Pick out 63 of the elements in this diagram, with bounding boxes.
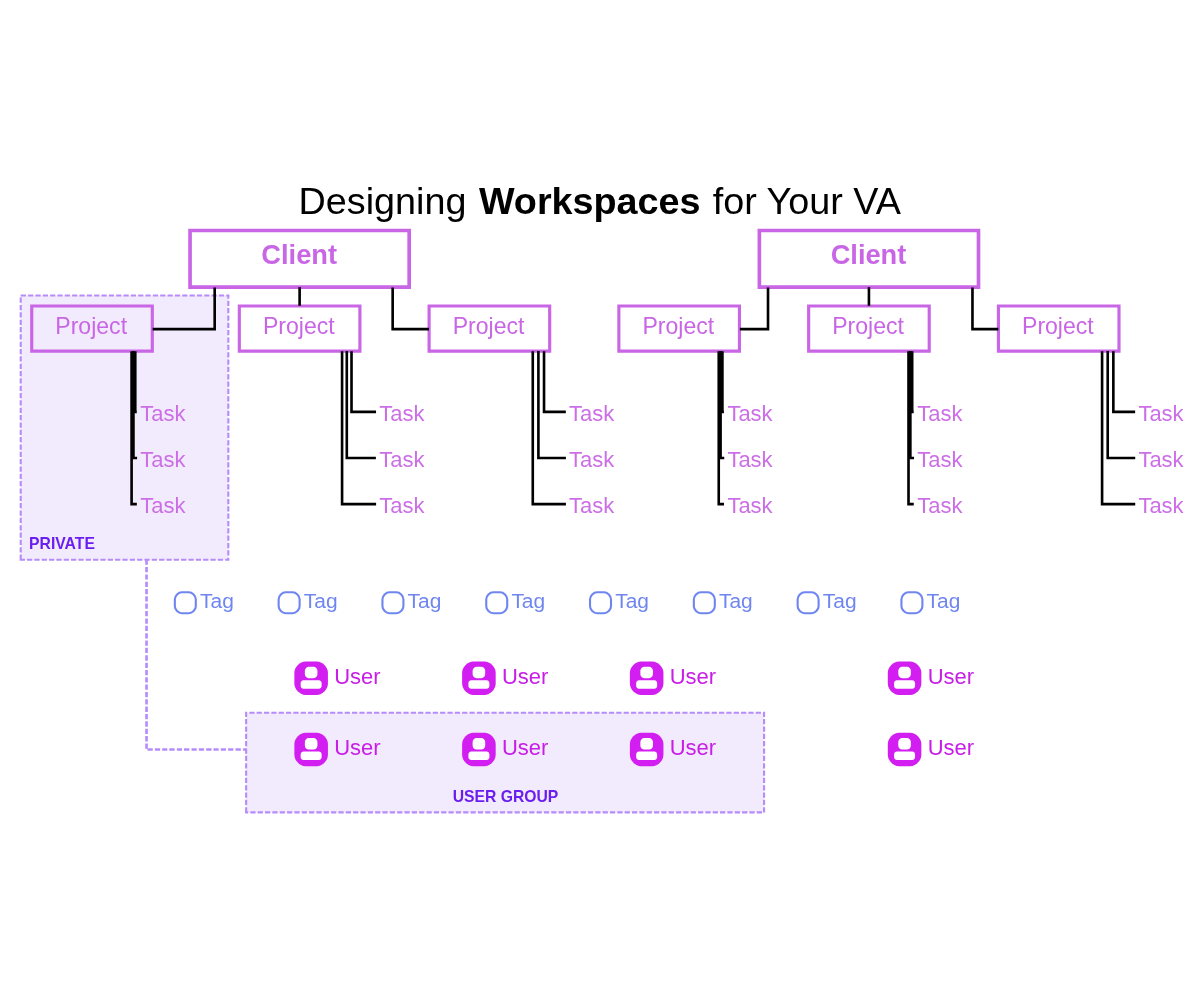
node-label: User	[669, 663, 717, 689]
connector	[340, 350, 377, 505]
node-text: Task	[140, 492, 186, 518]
connector	[910, 350, 915, 413]
connector	[298, 286, 301, 306]
node-label: User	[669, 734, 717, 760]
connector	[132, 350, 138, 459]
connector	[1100, 350, 1136, 505]
node-label: User	[334, 734, 381, 760]
node-text: Task	[917, 400, 963, 426]
connector	[531, 350, 566, 505]
node-text: Task	[1138, 446, 1184, 472]
node-text: Task	[140, 400, 186, 426]
connector	[721, 350, 725, 413]
node-text: Task	[140, 446, 186, 472]
node-text: Task	[727, 492, 773, 518]
node-box: Project	[237, 303, 362, 353]
node-label: User	[501, 663, 549, 689]
node-text: Task	[917, 492, 963, 518]
node-text: Task	[917, 446, 963, 472]
node-text: Task	[569, 492, 615, 518]
diagram-title: Designing Workspaces for Your VA	[298, 179, 901, 222]
label: Tag	[822, 588, 857, 612]
node-box: Project	[427, 303, 552, 353]
node-label: User	[927, 734, 975, 760]
label: Tag	[407, 588, 442, 612]
connector	[971, 286, 999, 330]
connector	[867, 286, 871, 306]
connector	[152, 286, 216, 330]
connector	[350, 350, 377, 413]
node-text: Task	[727, 446, 773, 472]
label: Tag	[200, 588, 234, 612]
node-text: Task	[569, 446, 615, 472]
connector	[133, 350, 138, 413]
connector	[345, 350, 376, 459]
label: Tag	[615, 588, 649, 612]
node-box: Project	[996, 303, 1121, 353]
connector	[909, 350, 914, 459]
node-text: Task	[1138, 492, 1184, 518]
connector	[537, 350, 566, 459]
node-box: Client	[188, 228, 411, 289]
node-box: Project	[617, 303, 742, 353]
label: Tag	[926, 588, 961, 612]
node-text: Task	[379, 446, 425, 472]
node-text: Task	[379, 492, 425, 518]
node-label: User	[927, 663, 975, 689]
connector	[391, 286, 429, 330]
label: Tag	[719, 588, 753, 612]
node-text: Task	[727, 400, 773, 426]
label: Tag	[303, 588, 338, 612]
node-label: User	[501, 734, 549, 760]
connector	[739, 286, 770, 330]
node-box: Project	[807, 303, 931, 353]
node-text: Task	[569, 400, 615, 426]
connector	[1106, 350, 1136, 459]
label: Tag	[511, 588, 546, 612]
node-box: Project	[30, 303, 154, 353]
connector	[145, 559, 247, 751]
node-text: Task	[379, 400, 425, 426]
node-label: User	[334, 663, 381, 689]
node-text: Task	[1138, 400, 1184, 426]
connector	[719, 350, 725, 459]
node-box: Client	[757, 228, 981, 289]
